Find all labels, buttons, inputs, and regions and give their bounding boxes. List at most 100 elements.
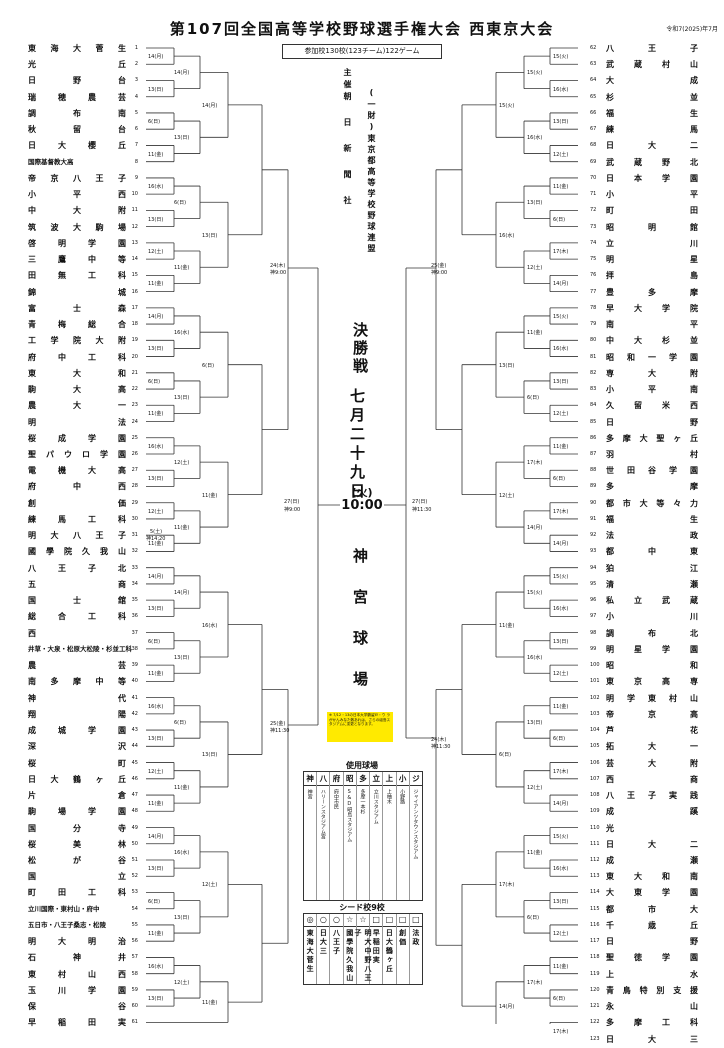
seed-name: 創価 [398,929,407,947]
team-number: 15 [131,272,138,279]
game-date: 11(金) [553,703,569,710]
team-number: 96 [590,597,597,604]
team-number: 47 [131,792,138,799]
team-number: 48 [131,808,138,815]
team-number: 111 [590,840,600,847]
host-label: 主催 [343,68,352,92]
final-venue: 神宮球場 [351,548,369,712]
team-name: 昭明館 [606,222,698,232]
game-date: 11(金) [499,622,515,629]
game-date: 12(土) [148,508,164,515]
team-name: 日大鶴ヶ丘 [28,774,126,784]
team-name: 聖パウロ学園 [28,450,126,459]
team-name: 五商 [28,579,126,589]
team-name: 東海大菅生 [28,44,126,53]
team-number: 11 [131,207,138,214]
game-date: 13(日) [148,606,164,613]
seed-column: □日大鶴ヶ丘 [383,914,397,984]
seed-mark: ○ [330,914,343,927]
seed-mark: ☆ [343,914,356,927]
team-name: 練馬 [606,125,698,135]
game-date: 13(日) [148,476,164,483]
team-number: 51 [131,857,138,863]
seed-column: ○日大三 [317,914,331,984]
venue-abbr: 多 [356,772,370,786]
team-number: 3 [134,77,138,84]
venue-abbr: 神 [304,772,317,786]
team-name: 芸大附 [606,758,698,768]
team-name: 上水 [606,969,698,979]
team-name: 三鷹中等 [28,255,126,265]
team-name: 石神井 [28,953,126,963]
team-name: 羽村 [606,450,698,459]
team-number: 13 [131,239,138,246]
game-date: 14(月) [148,573,164,580]
team-name: 保谷 [28,1002,126,1012]
team-number: 104 [590,727,600,734]
team-name: 井草・大泉・松原大松陵・杉並工科 [28,644,132,653]
team-name: 片倉 [28,791,126,801]
venue-abbr: 小 [396,772,409,786]
seed-mark: ◎ [304,914,317,927]
game-date: 11(金) [553,443,569,450]
venues-title: 使用球場 [346,761,378,770]
game-date: 13(日) [174,914,190,921]
team-number: 52 [131,873,138,880]
game-date: 14(月) [553,281,569,288]
team-number: 89 [590,483,597,490]
team-number: 29 [131,499,138,506]
team-number: 74 [590,239,597,246]
venue-column: 多多摩一本杉 [356,772,371,900]
game-date: 16(水) [174,849,190,856]
seed-table: ◎東海大菅生○日大三○八王子☆國學院久我山☆明大中野八王子□早稲田実□日大鶴ヶ丘… [303,913,423,985]
team-number: 94 [590,564,597,571]
team-name: 日大櫻丘 [28,141,126,151]
venue-column: 小小野路 [396,772,410,900]
team-number: 59 [131,986,138,993]
game-date: 16(水) [527,135,543,142]
game-date: 14(月) [148,313,164,320]
team-number: 83 [590,386,597,393]
team-name: 東京高専 [606,677,698,687]
team-number: 49 [131,824,138,831]
team-name: 帝京高 [606,709,698,719]
semi-time: 神9:00 [431,270,448,276]
team-name: 日大二 [606,839,698,849]
team-name: 啓明学園 [28,238,126,248]
team-name: 深沢 [28,742,126,752]
team-name: 専大附 [606,368,698,378]
seed-column: ☆國學院久我山 [343,914,357,984]
team-name: 西 [28,628,36,638]
team-name: 桜町 [28,758,126,768]
team-name: 筑波大駒場 [28,222,126,232]
team-number: 21 [131,369,138,376]
team-name: 大成 [606,76,698,86]
team-name: 芦花 [606,726,698,736]
team-number: 82 [590,369,597,376]
team-number: 54 [131,905,138,912]
game-date: 11(金) [148,931,164,938]
team-name: 千歳丘 [606,920,698,930]
game-date: 11(金) [202,1000,218,1007]
bracket-lines [146,47,578,1024]
team-number: 65 [590,93,597,100]
seed-column: □早稲田実 [370,914,384,984]
final-game-date: 27(日) [412,499,428,505]
